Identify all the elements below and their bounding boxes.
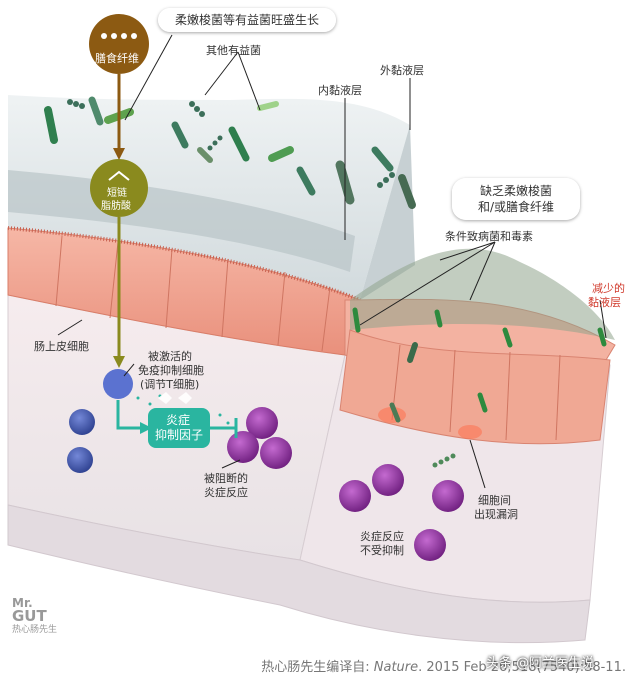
tissue-bottom-face: [7, 504, 591, 644]
label-scfa-1: 短链: [107, 188, 127, 199]
credit: 热心肠先生编译自: Nature. 2015 Feb 26;518(7540):…: [261, 656, 626, 675]
label-blocked-2: 炎症反应: [204, 486, 248, 499]
microvilli: [7, 226, 361, 302]
watermark: 头条 @阿兰医生说: [486, 656, 595, 671]
credit-prefix: 热心肠先生编译自:: [261, 660, 374, 675]
label-outer-mucus: 外黏液层: [380, 64, 424, 77]
label-activated-1: 被激活的: [148, 350, 192, 363]
label-uncontrolled-2: 不受抑制: [360, 544, 404, 557]
factor-inhibit: [210, 418, 238, 438]
label-pathogens: 条件致病菌和毒素: [445, 230, 533, 243]
label-inner-mucus: 内黏液层: [318, 84, 362, 97]
label-fiber: 膳食纤维: [95, 52, 139, 65]
purple-cell-7: [414, 529, 446, 561]
inflam-factor-box: [148, 408, 210, 448]
label-uncontrolled-1: 炎症反应: [360, 530, 404, 543]
reduced-mucus: [350, 248, 615, 340]
label-reduced-mucus-1: 减少的: [592, 282, 625, 295]
treg-to-factor-arrow: [116, 400, 142, 430]
title-callout: 柔嫩梭菌等有益菌旺盛生长: [158, 8, 336, 32]
title-top: 柔嫩梭菌等有益菌旺盛生长: [174, 13, 319, 27]
label-gap-2: 出现漏洞: [474, 508, 518, 521]
lack-line2: 和/或膳食纤维: [477, 200, 555, 214]
treg-cell: [103, 369, 133, 399]
purple-cell-4: [372, 464, 404, 496]
label-inflam-factor-2: 抑制因子: [155, 428, 204, 442]
label-activated-3: (调节T细胞): [140, 378, 200, 391]
purple-cell-2: [227, 431, 259, 463]
purple-cell-5: [339, 480, 371, 512]
label-scfa-2: 脂肪酸: [101, 201, 131, 212]
label-inflam-factor-1: 炎症: [166, 413, 191, 427]
label-activated-2: 免疫抑制细胞: [138, 364, 204, 377]
blue-cell-2: [67, 447, 93, 473]
purple-cell-1: [246, 407, 278, 439]
label-other-bacteria: 其他有益菌: [206, 44, 261, 57]
label-reduced-mucus-2: 黏液层: [588, 296, 621, 309]
purple-cell-3: [260, 437, 292, 469]
logo-line2: GUT: [12, 607, 47, 625]
lack-callout: 缺乏柔嫩梭菌 和/或膳食纤维: [452, 178, 580, 220]
lack-line1: 缺乏柔嫩梭菌: [479, 184, 552, 198]
logo: Mr. GUT 热心肠先生: [12, 597, 72, 636]
label-blocked-1: 被阻断的: [204, 472, 248, 485]
gap-glow-2: [458, 425, 482, 439]
fiber-badge: [89, 14, 149, 74]
label-gap-1: 细胞间: [478, 494, 511, 507]
credit-suffix: . 2015 Feb 26;518(7540):S8-11.: [418, 660, 626, 675]
outer-mucus-side: [360, 125, 415, 300]
logo-line1: Mr.: [12, 596, 33, 610]
footer: [0, 646, 640, 681]
credit-journal: Nature: [373, 660, 419, 675]
blue-cell-1: [69, 409, 95, 435]
scfa-badge: [90, 159, 148, 217]
logo-line3: 热心肠先生: [12, 625, 58, 635]
label-epithelium: 肠上皮细胞: [34, 340, 89, 353]
purple-cell-6: [432, 480, 464, 512]
